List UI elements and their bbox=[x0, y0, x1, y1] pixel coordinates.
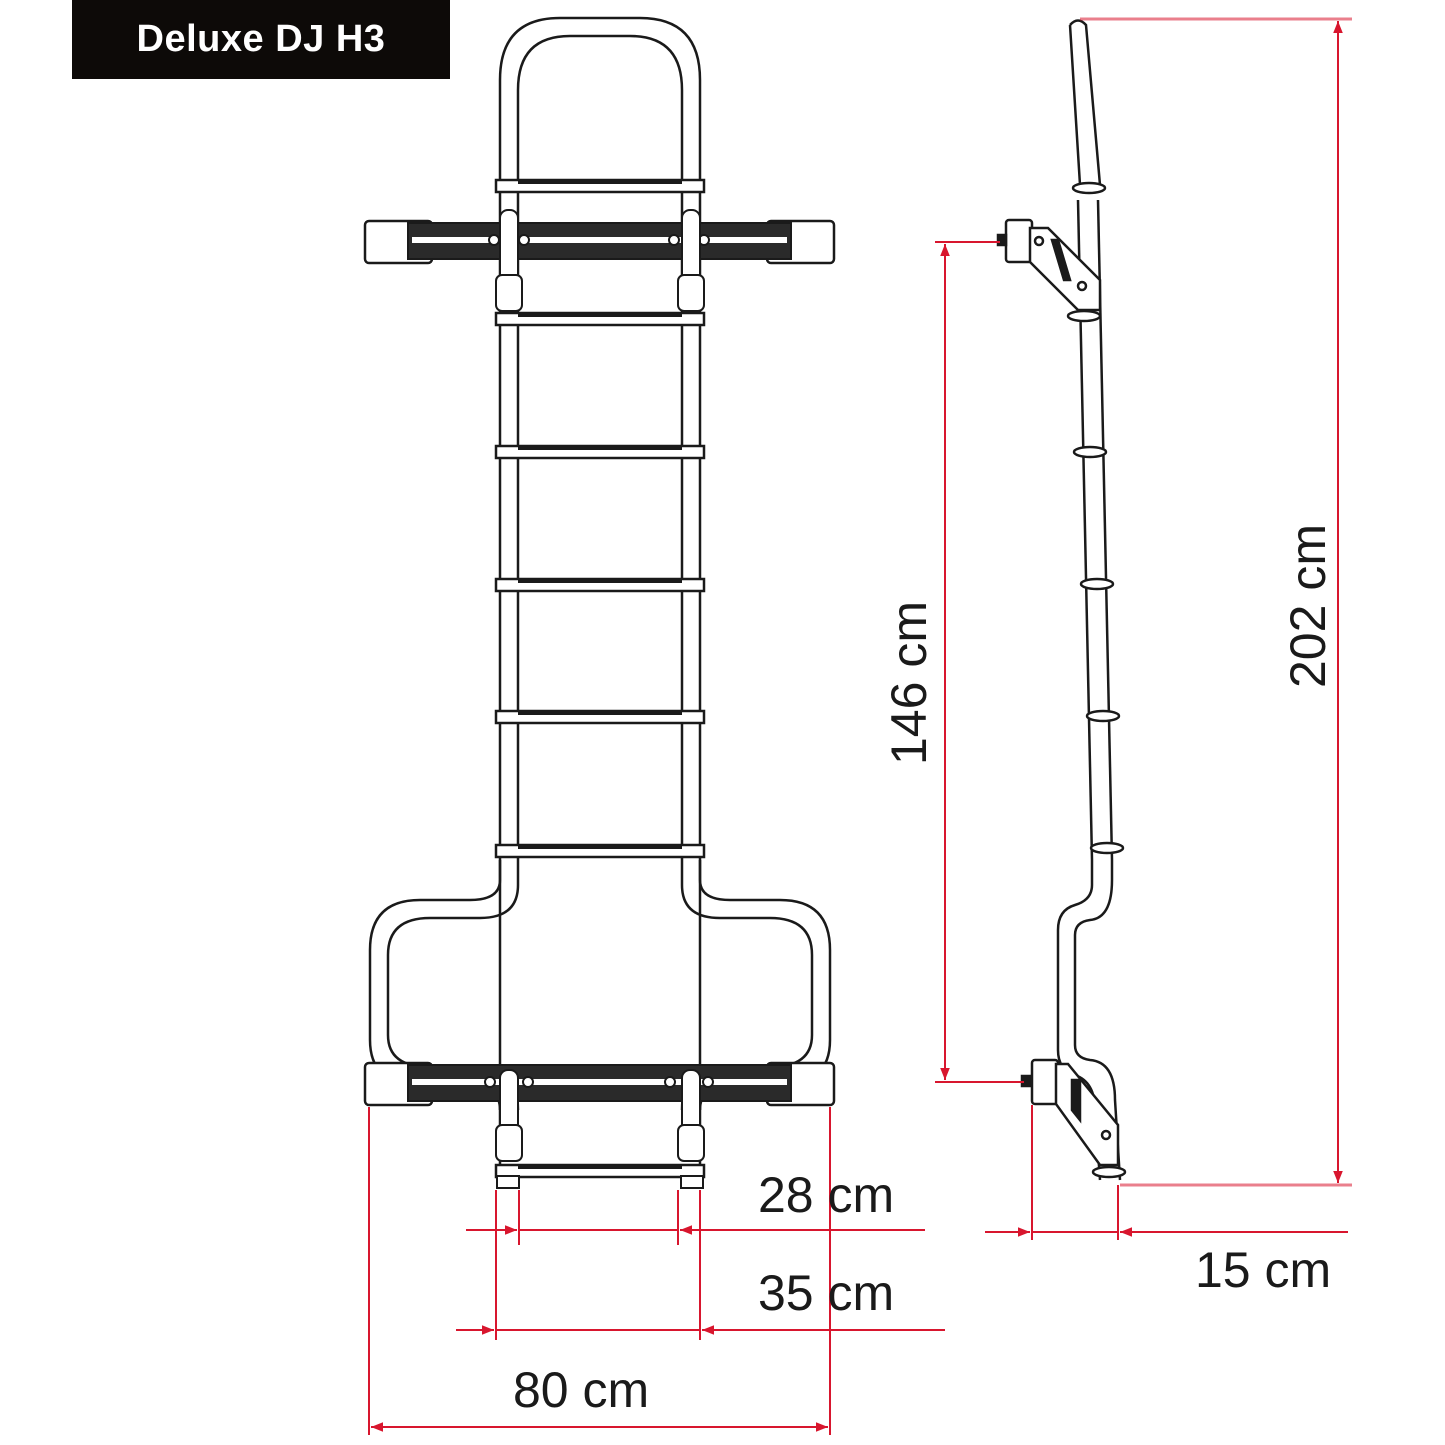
rung-2 bbox=[494, 311, 706, 327]
side-view bbox=[1056, 19, 1127, 1181]
dim-label-overall-height: 202 cm bbox=[1280, 524, 1336, 688]
dimension-lines bbox=[368, 17, 1352, 1435]
rung-1 bbox=[494, 178, 706, 194]
top-hoop-inner bbox=[516, 34, 684, 185]
dim-label-wall-offset: 15 cm bbox=[1195, 1242, 1332, 1298]
side-bracket-top bbox=[996, 218, 1102, 312]
rung-5 bbox=[494, 709, 706, 725]
rungs bbox=[494, 178, 706, 1179]
top-hoop-outer bbox=[498, 16, 702, 1180]
rung-7 bbox=[494, 1163, 706, 1179]
bottom-mounting-rail bbox=[363, 1061, 836, 1189]
side-bracket-bottom bbox=[1020, 1058, 1120, 1167]
dim-label-rail-width: 80 cm bbox=[513, 1362, 650, 1418]
rung-6 bbox=[494, 843, 706, 859]
dim-label-outer-width: 35 cm bbox=[758, 1265, 895, 1321]
title-banner: Deluxe DJ H3 bbox=[72, 0, 450, 79]
rung-4 bbox=[494, 577, 706, 593]
rung-3 bbox=[494, 444, 706, 460]
dim-label-bracket-spacing: 146 cm bbox=[881, 601, 937, 765]
product-title: Deluxe DJ H3 bbox=[136, 18, 386, 60]
top-mounting-rail bbox=[363, 209, 836, 312]
dim-label-inner-width: 28 cm bbox=[758, 1167, 895, 1223]
